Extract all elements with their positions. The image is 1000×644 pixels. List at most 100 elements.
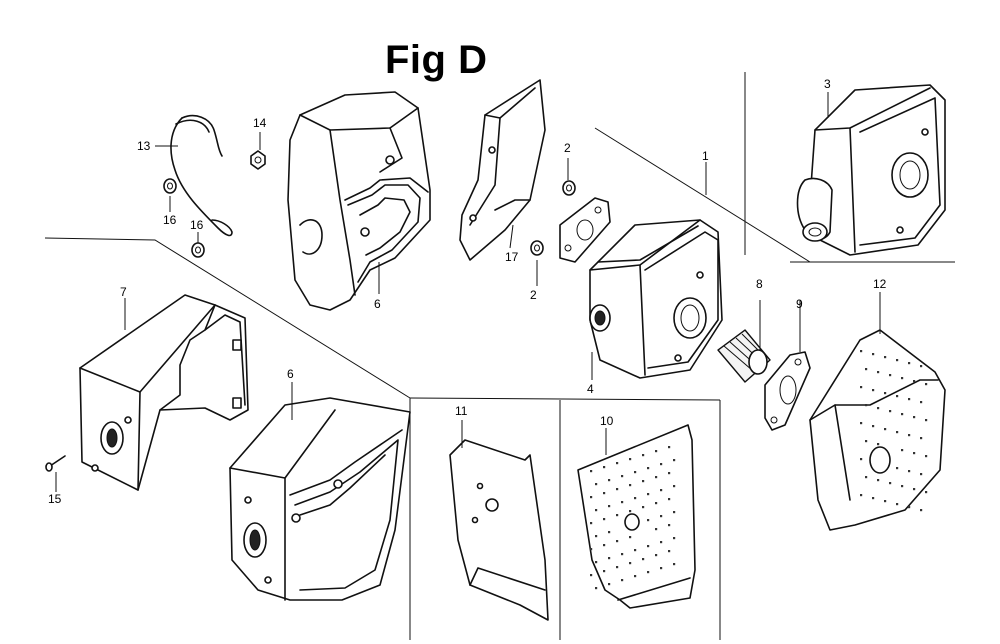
spark-arrester [717, 329, 771, 383]
perforation-dot [908, 470, 911, 473]
perforation-dot [660, 567, 663, 570]
perforation-dot [629, 562, 632, 565]
washer-2-upper [562, 180, 576, 196]
perforation-dot [655, 502, 658, 505]
perforation-dot [872, 389, 875, 392]
perforated-protector [809, 329, 946, 531]
perforation-dot [590, 548, 593, 551]
perforation-dot [595, 535, 598, 538]
perforation-dot [884, 356, 887, 359]
perforation-dot [901, 449, 904, 452]
perforation-dot [642, 480, 645, 483]
perforation-dot [860, 386, 863, 389]
perforation-dot [668, 550, 671, 553]
perforation-dot [603, 570, 606, 573]
perforation-dot [884, 392, 887, 395]
callout-11: 11 [455, 404, 468, 418]
perforation-dot [590, 496, 593, 499]
perforation-dot [634, 471, 637, 474]
callout-16-b: 16 [190, 218, 204, 232]
perforation-dot [655, 450, 658, 453]
callout-16-a: 16 [163, 213, 177, 227]
perforation-dot [908, 434, 911, 437]
screw-part [45, 455, 66, 472]
perforation-dot [913, 488, 916, 491]
perforation-dot [908, 506, 911, 509]
perforation-dot [925, 419, 928, 422]
perforation-dot [647, 571, 650, 574]
perforation-dot [608, 531, 611, 534]
perforation-dot [629, 536, 632, 539]
perforation-dot [860, 494, 863, 497]
perforation-dot [655, 476, 658, 479]
perforation-dot [660, 541, 663, 544]
perforation-dot [642, 506, 645, 509]
callout-9: 9 [796, 297, 803, 311]
perforation-dot [647, 467, 650, 470]
callout-4: 4 [587, 382, 594, 396]
muffler-center [589, 219, 723, 379]
perforation-dot [595, 587, 598, 590]
perforation-dot [865, 368, 868, 371]
perforation-dot [673, 563, 676, 566]
exhaust-gasket [764, 351, 811, 431]
perforation-dot [634, 497, 637, 500]
perforation-dot [660, 489, 663, 492]
perforation-dot [673, 511, 676, 514]
washer-2-lower [530, 240, 544, 256]
perforation-dot [608, 583, 611, 586]
perforation-dot [877, 443, 880, 446]
perforation-dots [860, 350, 928, 512]
perforation-dot [655, 528, 658, 531]
perforation-dot [913, 416, 916, 419]
perforation-dot [896, 395, 899, 398]
callout-15: 15 [48, 492, 62, 506]
perforation-dot [616, 488, 619, 491]
heat-shield-plate [459, 79, 546, 261]
perforation-dot [621, 579, 624, 582]
perforation-dot [590, 574, 593, 577]
washer-part-a [163, 178, 177, 194]
figure-title: Fig D [385, 38, 488, 82]
perforation-dot [872, 353, 875, 356]
perforation-dot [925, 383, 928, 386]
leader-lines [55, 92, 881, 492]
perforation-dot [889, 482, 892, 485]
perforation-dot [660, 463, 663, 466]
perforation-dot [896, 431, 899, 434]
perforation-dot [668, 472, 671, 475]
muffler-top-right [796, 84, 946, 256]
washer-part-b [191, 242, 205, 258]
perforation-dot [668, 498, 671, 501]
muffler-gasket-small [559, 197, 611, 263]
callout-13: 13 [137, 139, 151, 153]
perforation-dot [913, 380, 916, 383]
perforation-dot [877, 407, 880, 410]
perforation-dot [603, 492, 606, 495]
perforation-dot [872, 497, 875, 500]
perforation-dot [608, 557, 611, 560]
perforation-dot [865, 440, 868, 443]
perforation-dot [884, 428, 887, 431]
wire-clip-part [170, 114, 233, 237]
perforation-dot [896, 359, 899, 362]
perforation-dot [673, 459, 676, 462]
heat-shield-plate-11 [449, 439, 549, 621]
perforation-dot [660, 515, 663, 518]
callout-6-upper: 6 [374, 297, 381, 311]
perforation-dot [608, 479, 611, 482]
perforation-dot [920, 437, 923, 440]
perforation-dot [590, 470, 593, 473]
perforation-dot [629, 484, 632, 487]
perforation-dot [673, 537, 676, 540]
perforation-dot [621, 475, 624, 478]
perforation-dot [872, 425, 875, 428]
perforation-dot [621, 501, 624, 504]
perforation-dot [925, 491, 928, 494]
perforation-dot [860, 350, 863, 353]
perforation-dot [860, 458, 863, 461]
perforation-dot [920, 365, 923, 368]
perforation-dot [595, 561, 598, 564]
